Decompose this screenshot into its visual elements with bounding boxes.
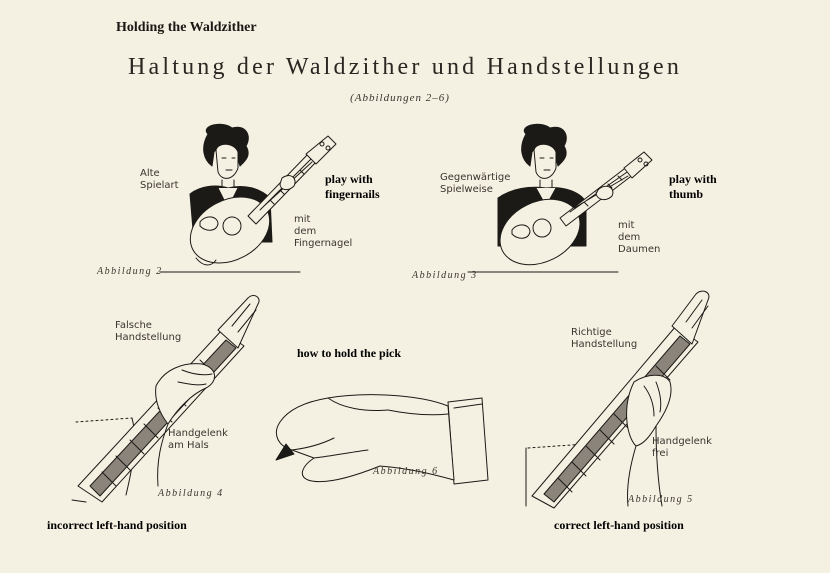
label-line: mit	[294, 214, 311, 225]
figure-6-caption: Abbildung 6	[373, 466, 439, 477]
label-line: Handstellung	[115, 332, 182, 343]
figure-4-caption: Abbildung 4	[158, 488, 224, 499]
figure-4-label-bottom: Handgelenk am Hals	[168, 428, 228, 452]
label-line: Handstellung	[571, 339, 638, 350]
annotation-line: play with	[325, 172, 373, 186]
page-title: Haltung der Waldzither und Handstellunge…	[127, 54, 683, 80]
figure-3-label-left: Gegenwärtige Spielweise	[440, 172, 510, 196]
label-line: Daumen	[618, 244, 661, 255]
page-subtitle: (Abbildungen 2–6)	[350, 92, 450, 104]
label-line: Fingernagel	[294, 238, 353, 249]
label-line: am Hals	[168, 440, 209, 451]
label-line: dem	[618, 232, 641, 243]
label-line: Gegenwärtige	[440, 172, 511, 183]
heading-english: Holding the Waldzither	[116, 20, 257, 35]
figure-5-caption: Abbildung 5	[628, 494, 694, 505]
annotation-line: play with	[669, 172, 717, 186]
figure-6-illustration	[275, 394, 489, 485]
label-line: Handgelenk	[652, 436, 712, 447]
label-line: Falsche	[115, 320, 152, 331]
label-line: Alte	[140, 168, 160, 179]
figure-3-caption: Abbildung 3	[412, 270, 478, 281]
figure-3-illustration	[467, 123, 653, 273]
figure-2-illustration	[159, 123, 337, 273]
figure-4-illustration	[71, 295, 260, 503]
annotation-line: fingernails	[325, 187, 380, 201]
figure-3-label-right: mit dem Daumen	[618, 220, 660, 256]
figure-3-annotation: play with thumb	[669, 172, 717, 202]
label-line: Richtige	[571, 327, 612, 338]
label-line: Handgelenk	[168, 428, 228, 439]
figure-2-label-left: Alte Spielart	[140, 168, 179, 192]
figure-5-illustration	[525, 290, 710, 509]
figure-4-annotation: incorrect left-hand position	[47, 518, 187, 532]
figure-2-annotation: play with fingernails	[325, 172, 380, 202]
label-line: frei	[652, 448, 669, 459]
figure-6-annotation: how to hold the pick	[297, 346, 402, 360]
figure-2-caption: Abbildung 2	[97, 266, 163, 277]
figure-5-annotation: correct left-hand position	[554, 518, 684, 532]
figure-4-label-top: Falsche Handstellung	[115, 320, 181, 344]
figure-2-label-right: mit dem Fingernagel	[294, 214, 352, 250]
label-line: Spielart	[140, 180, 179, 191]
label-line: mit	[618, 220, 635, 231]
figure-5-label-top: Richtige Handstellung	[571, 327, 637, 351]
figure-5-label-bottom: Handgelenk frei	[652, 436, 712, 460]
label-line: dem	[294, 226, 317, 237]
annotation-line: thumb	[669, 187, 704, 201]
label-line: Spielweise	[440, 184, 493, 195]
